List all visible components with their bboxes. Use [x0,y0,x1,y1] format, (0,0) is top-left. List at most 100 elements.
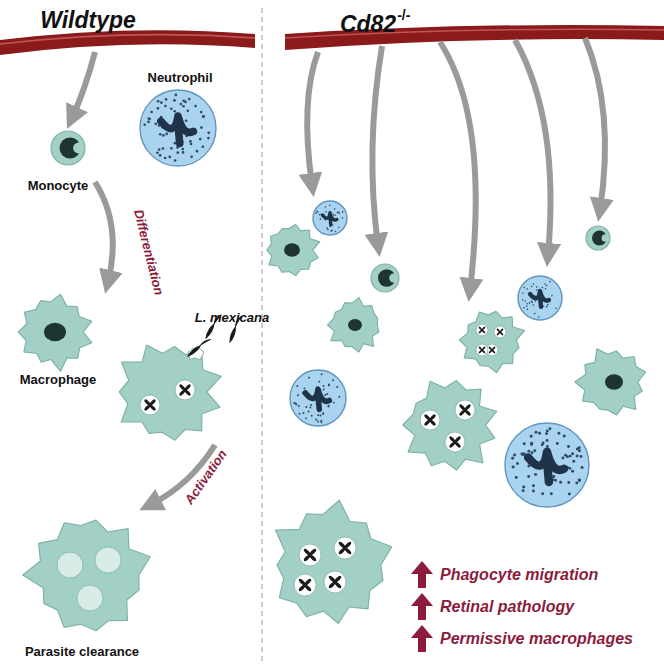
granule [182,151,185,154]
granule [338,227,340,229]
granule [327,406,329,408]
granule [339,212,341,214]
granule [170,147,173,150]
granule [529,302,531,304]
granule [324,394,326,396]
granule [533,283,535,285]
granule [184,101,187,104]
nucleus [348,319,362,331]
granule [296,385,298,387]
granule [199,138,202,141]
granule [542,287,544,289]
granule [342,211,344,213]
granule [575,481,578,484]
granule [159,154,162,157]
granule [531,286,533,288]
granule [326,393,328,395]
monocyte [371,264,399,292]
granule [328,384,330,386]
amastigote [464,409,472,417]
granule [545,288,547,290]
amastigote [478,349,483,354]
granule [342,217,344,219]
granule [332,379,334,381]
lobed-nucleus [305,389,329,409]
granule [576,455,579,458]
amastigote [298,584,306,592]
nucleus [44,323,66,342]
granule [196,150,199,153]
granule [559,481,562,484]
nucleus-notch [73,143,84,154]
granule [173,99,176,102]
granule [335,231,337,233]
amastigote [143,398,151,406]
granule [524,300,526,302]
arrow [440,42,476,290]
amastigote [309,548,317,556]
amastigote [454,441,462,449]
granule [188,98,191,101]
granule [164,105,167,108]
amastigote [488,346,493,351]
amastigote [344,547,352,555]
vacuole [175,380,195,400]
amastigote [149,398,157,406]
granule [295,403,297,405]
granule [551,295,553,297]
amastigote [429,419,437,427]
blood-vessel [0,30,255,55]
granule [305,417,307,419]
amastigote [178,389,186,397]
cell-label: Differentiation [130,208,166,297]
granule [555,308,557,310]
amastigote [458,409,466,417]
granule [310,404,312,406]
arrow [72,52,95,118]
granule [176,151,179,154]
empty-vacuole [57,552,83,578]
granule [308,410,310,412]
amastigote [178,383,186,391]
granule [533,449,536,452]
granule [168,156,171,159]
granule [299,413,301,415]
granule [527,288,529,290]
granule [572,460,575,463]
vacuole [334,537,356,559]
granule [185,119,188,122]
granule [554,479,557,482]
macrophage [119,345,221,440]
granule [571,470,574,473]
amastigote [481,349,486,354]
granule [293,402,295,404]
granule [567,481,570,484]
granule [187,109,190,112]
granule [316,210,318,212]
granule [549,281,551,283]
granule [522,485,525,488]
granule [164,157,167,160]
granule [547,304,549,306]
granule [158,148,161,151]
arrow [307,52,318,185]
granule [527,309,529,311]
vacuole [140,395,160,415]
granule [532,484,535,487]
granule [331,229,333,231]
granule [317,414,319,416]
arrow [585,38,605,210]
amastigote [458,403,466,411]
granule [317,211,319,213]
amastigote [309,554,317,562]
granule [534,313,536,315]
amastigote [488,349,493,354]
amastigote [149,404,157,412]
amastigote [334,581,342,589]
nucleus-notch [389,274,398,283]
amastigote [338,547,346,555]
up-arrow [411,625,433,652]
granule [315,418,317,420]
granule [576,448,579,451]
